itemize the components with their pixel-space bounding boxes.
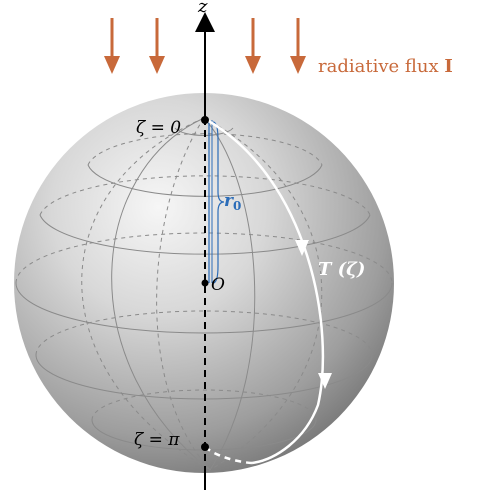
- trajectory-label: T (ζ): [318, 259, 365, 280]
- flux-label: radiative flux I: [318, 56, 453, 77]
- flux-arrow-3: [245, 18, 261, 74]
- trajectory-arrow-1: [295, 240, 309, 256]
- meridian-lines: [81, 117, 323, 471]
- bottom-point: [201, 443, 209, 451]
- trajectory-arrow-2: [318, 373, 332, 389]
- top-point-label: ζ = 0: [136, 118, 181, 138]
- radius-brace: [212, 121, 225, 284]
- top-point: [201, 116, 209, 124]
- center-point-label: O: [211, 275, 225, 295]
- flux-arrow-4: [290, 18, 306, 74]
- flux-arrows: [104, 18, 306, 74]
- radius-label: r0: [224, 191, 241, 213]
- trajectory-back: [207, 447, 253, 465]
- trajectory-front: [206, 118, 325, 465]
- center-point: [201, 279, 209, 287]
- bottom-point-label: ζ = π: [134, 430, 180, 450]
- flux-arrow-2: [149, 18, 165, 74]
- z-axis-label: z: [197, 0, 208, 17]
- flux-arrow-1: [104, 18, 120, 74]
